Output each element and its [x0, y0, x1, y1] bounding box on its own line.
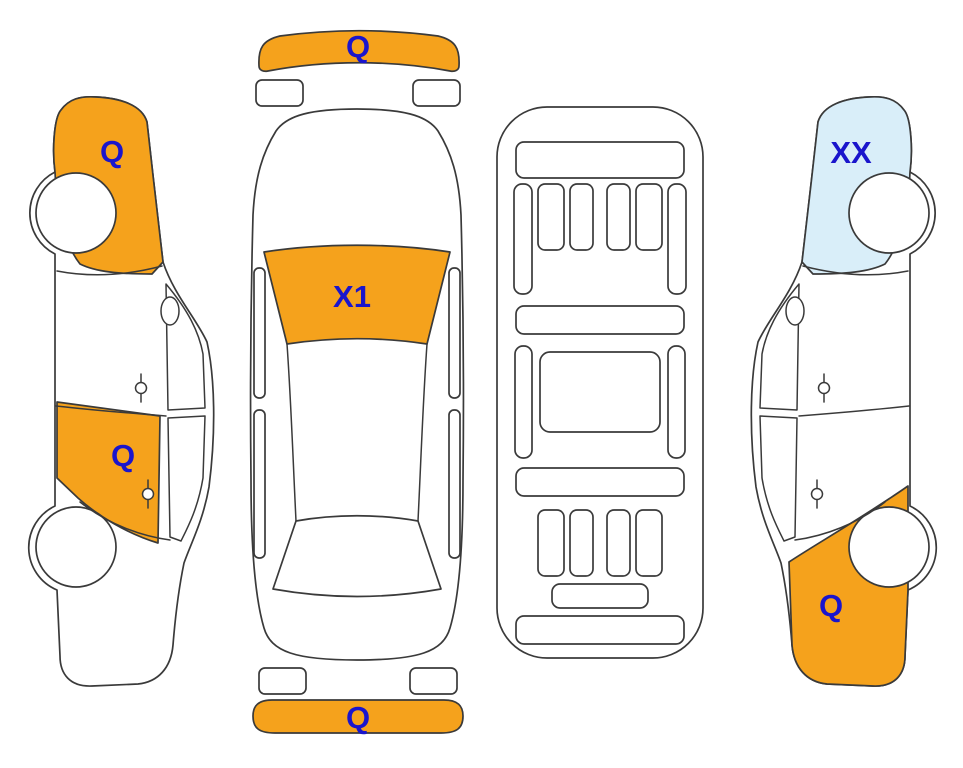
marker-right-rear-quarter: Q	[819, 588, 843, 623]
frame-rail-front-right	[667, 183, 687, 295]
side-window-strip-right-rear	[448, 409, 461, 559]
right-side-view: XX Q	[750, 95, 938, 687]
frame-member	[537, 509, 565, 577]
mid-crossmember	[515, 305, 685, 335]
marker-rear-bumper: Q	[346, 700, 370, 735]
frame-member	[635, 183, 663, 251]
marker-left-front-fender: Q	[100, 134, 124, 169]
marker-front-bumper: Q	[346, 29, 370, 64]
frame-member	[537, 183, 565, 251]
marker-windshield: X1	[333, 279, 371, 314]
side-window-strip-left-front	[253, 267, 266, 399]
underbody-view	[496, 106, 704, 659]
rear-marker-left	[258, 667, 307, 695]
front-marker-right	[412, 79, 461, 107]
front-crossmember	[515, 141, 685, 179]
frame-member	[569, 509, 594, 577]
frame-member	[606, 183, 631, 251]
frame-rail-front-left	[513, 183, 533, 295]
rear-end-member	[515, 615, 685, 645]
windshield-damage-zone[interactable]	[263, 244, 451, 345]
top-view: Q X1 Q	[249, 29, 465, 735]
frame-member	[569, 183, 594, 251]
side-window-strip-left-rear	[253, 409, 266, 559]
left-side-view: Q Q	[27, 95, 215, 687]
rear-marker-right	[409, 667, 458, 695]
front-marker-left	[255, 79, 304, 107]
marker-right-front-fender: XX	[830, 135, 872, 170]
rear-panel-member	[551, 583, 649, 609]
rocker-rail-right	[667, 345, 686, 459]
rear-crossmember	[515, 467, 685, 497]
frame-member	[606, 509, 631, 577]
rear-bumper-damage-zone[interactable]	[252, 699, 464, 734]
rear-window	[272, 514, 442, 598]
marker-left-rear-door: Q	[111, 438, 135, 473]
side-window-strip-right-front	[448, 267, 461, 399]
center-floor-pan	[539, 351, 661, 433]
roof-side-lines	[286, 343, 428, 522]
front-bumper-damage-zone[interactable]	[258, 29, 460, 73]
rocker-rail-left	[514, 345, 533, 459]
frame-member	[635, 509, 663, 577]
